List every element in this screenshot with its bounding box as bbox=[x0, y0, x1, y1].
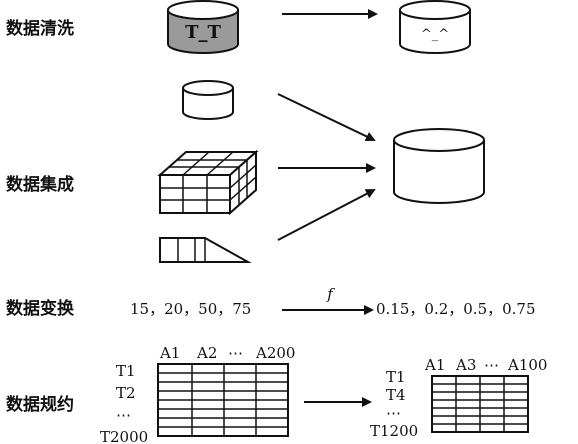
dirty-data-cylinder: T_T bbox=[167, 0, 239, 54]
table-slab-icon bbox=[159, 237, 252, 263]
integration-arrow-top bbox=[277, 93, 376, 142]
source-col-ellipsis: ⋯ bbox=[228, 344, 243, 362]
row-label-integration: 数据集成 bbox=[6, 174, 74, 195]
input-values: 15，20，50，75 bbox=[130, 300, 251, 318]
reduced-col-a3: A3 bbox=[455, 356, 476, 374]
happy-face-label: ^_^ bbox=[421, 27, 449, 42]
sad-face-label: T_T bbox=[185, 22, 221, 43]
source-row-t1: T1 bbox=[116, 362, 136, 380]
small-source-cylinder bbox=[182, 80, 234, 120]
reduced-row-ellipsis: ⋯ bbox=[386, 404, 401, 422]
function-label: f bbox=[326, 285, 335, 303]
source-row-t2000: T2000 bbox=[100, 428, 148, 444]
source-col-a1: A1 bbox=[159, 344, 180, 362]
row-label-cleaning: 数据清洗 bbox=[6, 18, 74, 39]
source-col-a200: A200 bbox=[255, 344, 295, 362]
reduced-col-a1: A1 bbox=[424, 356, 445, 374]
reduced-row-t1: T1 bbox=[386, 368, 406, 386]
output-values: 0.15，0.2，0.5，0.75 bbox=[376, 300, 536, 318]
row-label-transformation: 数据变换 bbox=[6, 298, 75, 319]
reduced-col-ellipsis: ⋯ bbox=[484, 356, 499, 374]
source-col-a2: A2 bbox=[196, 344, 217, 362]
data-cube-icon bbox=[157, 149, 259, 216]
reduced-row-t1200: T1200 bbox=[370, 422, 418, 440]
integration-arrow-bottom bbox=[277, 189, 376, 241]
reduced-row-t4: T4 bbox=[386, 386, 406, 404]
reduced-col-a100: A100 bbox=[507, 356, 547, 374]
integrated-data-cylinder bbox=[393, 128, 485, 204]
source-row-t2: T2 bbox=[116, 384, 136, 402]
source-row-ellipsis: ⋯ bbox=[116, 406, 131, 424]
reduced-table: A1 A3 ⋯ A100 T1 T4 ⋯ T1200 bbox=[370, 356, 547, 440]
source-table: A1 A2 ⋯ A200 T1 T2 ⋯ T2000 bbox=[100, 344, 295, 444]
row-label-reduction: 数据规约 bbox=[6, 394, 74, 415]
clean-data-cylinder: ^_^ bbox=[399, 0, 471, 54]
